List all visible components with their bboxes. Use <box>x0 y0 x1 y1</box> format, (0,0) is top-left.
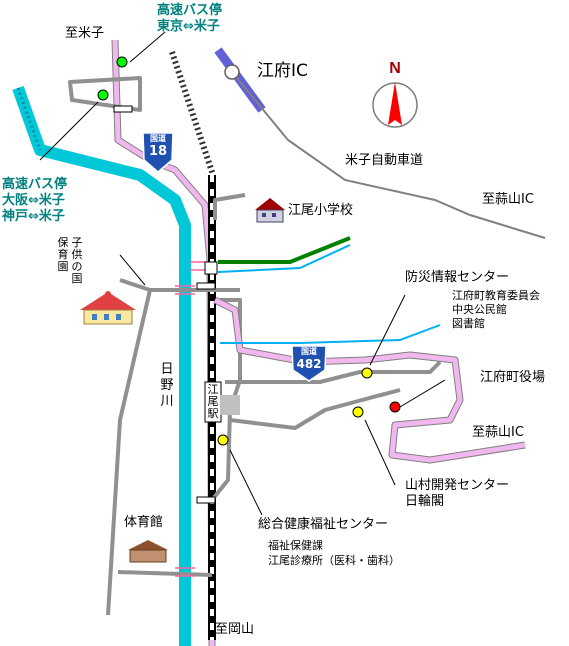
label-community-hall: 中央公民館 <box>452 303 507 316</box>
route-482-shield <box>291 345 327 382</box>
stream-upper <box>217 244 351 273</box>
route-18-shield <box>142 132 174 173</box>
hino-river <box>12 85 191 646</box>
label-nichirinkaku: 日輪閣 <box>405 494 445 509</box>
bus-stop-osaka-route2: 神戸⇔米子 <box>2 209 65 224</box>
bus-stop-tokyo-route: 東京⇔米子 <box>157 19 220 34</box>
bus-stop-osaka-route1: 大阪⇔米子 <box>2 193 65 208</box>
route-482-number: 482 <box>296 357 322 371</box>
label-ic-efu: 江府IC <box>257 61 308 81</box>
bus-stop-osaka-title: 高速バス停 <box>2 177 68 192</box>
label-gym: 体育館 <box>124 515 164 530</box>
hino-river-dots <box>16 87 42 151</box>
label-expressway: 米子自動車道 <box>345 153 424 168</box>
welfare-center-marker <box>217 434 229 446</box>
label-town-office: 江府町役場 <box>480 370 546 385</box>
label-welfare-center: 総合健康福祉センター <box>258 517 389 532</box>
old-railway <box>169 51 216 176</box>
label-station: 江尾駅 <box>207 383 219 420</box>
local-roads <box>68 76 442 616</box>
nursery-icon <box>80 291 136 325</box>
route-482-tag: 国道 <box>301 347 317 356</box>
school-icon <box>255 198 285 223</box>
label-school: 江尾小学校 <box>288 203 354 218</box>
label-clinic: 江尾診療所（医科・歯科） <box>268 554 400 567</box>
label-welfare-section: 福祉保健課 <box>268 539 323 552</box>
label-to-hiruzen-right: 至蒜山IC <box>472 425 524 440</box>
gym-icon <box>128 540 168 563</box>
label-to-yonago: 至米子 <box>65 26 105 41</box>
label-disaster-center: 防災情報センター <box>405 270 510 285</box>
stream-lower <box>220 324 441 344</box>
disaster-center-marker <box>361 367 373 379</box>
leader-lines <box>39 31 446 516</box>
north-compass <box>372 82 418 128</box>
label-library: 図書館 <box>452 317 485 330</box>
ic-efu-marker <box>224 64 240 80</box>
label-edu-board: 江府町教育委員会 <box>452 289 540 302</box>
crossing-marks <box>113 105 218 504</box>
label-to-hiruzen-top: 至蒜山IC <box>482 192 534 207</box>
label-nursery: 保育園 <box>57 236 69 273</box>
north-letter: N <box>389 60 401 77</box>
town-office-marker <box>389 401 401 413</box>
label-children-land: 子供の国 <box>71 236 83 285</box>
route-18-tag: 国道 <box>150 134 166 143</box>
label-to-okayama: 至岡山 <box>215 622 255 637</box>
green-stream <box>218 236 351 264</box>
label-river: 日野川 <box>160 362 174 409</box>
village-center-marker <box>352 406 364 418</box>
bus-stop-tokyo-title: 高速バス停 <box>157 3 223 18</box>
label-village-center: 山村開発センター <box>405 478 510 493</box>
bus-stop-osaka-marker <box>97 89 109 101</box>
expressway-continuation <box>231 71 546 239</box>
bus-stop-tokyo-marker <box>116 56 128 68</box>
route-18-number: 18 <box>148 144 168 159</box>
bridges <box>175 261 205 577</box>
